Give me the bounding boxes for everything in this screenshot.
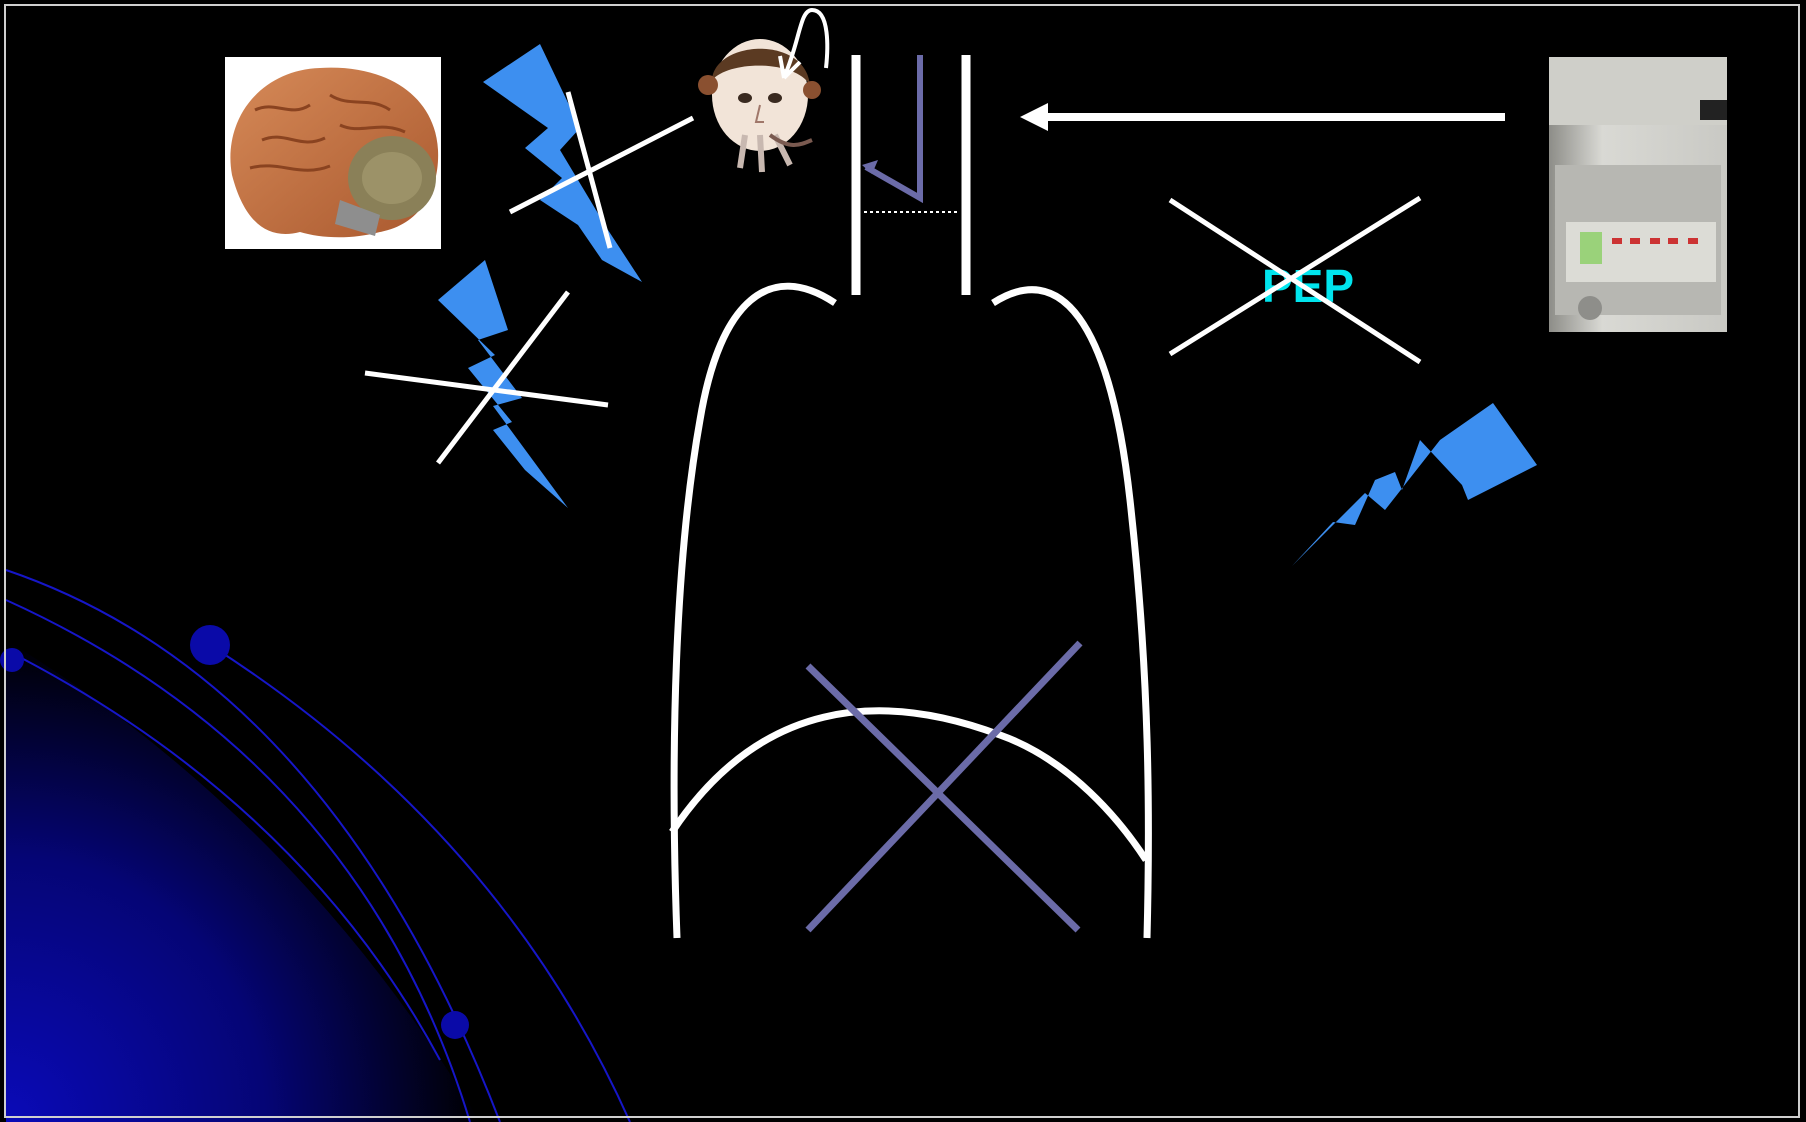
brain-image: [225, 57, 441, 249]
pep-cross: [1170, 198, 1420, 362]
lightning-bolt-icon: [1292, 403, 1537, 566]
ventilator-device-image: [1549, 57, 1727, 332]
trachea: [856, 55, 966, 295]
lungs-outline: [672, 286, 1148, 938]
planet-decoration: [0, 570, 630, 1122]
pressure-arrow: [1020, 103, 1505, 131]
lightning-bolt-icon: [483, 44, 642, 282]
diaphragm-cross: [808, 643, 1080, 930]
face-image: [698, 39, 821, 172]
cross-line: [510, 118, 693, 212]
orbit-dot-3: [441, 1011, 469, 1039]
orbit-dot-2: [0, 648, 24, 672]
orbit-dot-1: [190, 625, 230, 665]
